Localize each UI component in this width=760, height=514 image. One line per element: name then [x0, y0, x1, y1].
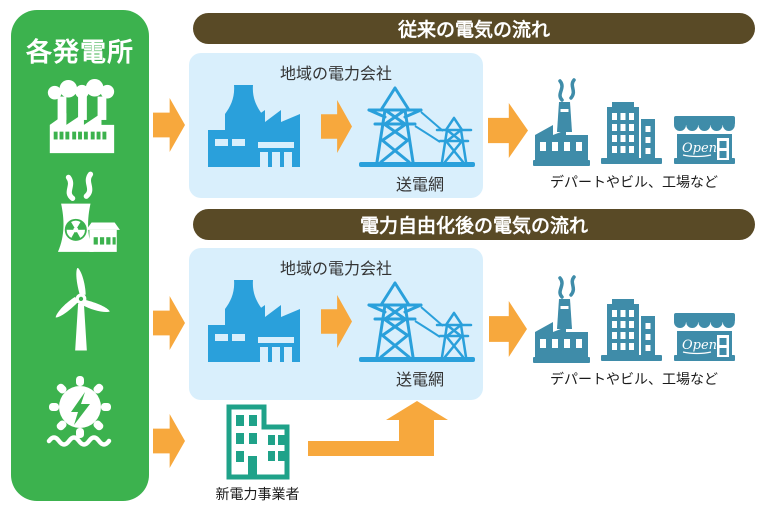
conventional-flow-banner-text: 従来の電気の流れ: [397, 20, 550, 41]
supplier-to-grid-arrow: [308, 401, 448, 456]
utility-to-consumers-arrow-1: [488, 103, 528, 158]
factory-icon: [532, 78, 590, 166]
shop-icon: Open: [673, 313, 735, 361]
grid-label-2: 送電網: [395, 372, 444, 389]
plant-to-grid-arrow-1: [321, 100, 352, 153]
power-plants-sidebar: 各発電所: [11, 10, 149, 501]
nuclear-plant-icon: [57, 171, 120, 252]
utility-to-consumers-arrow-2: [489, 301, 527, 357]
shop-open-sign: Open: [682, 338, 717, 353]
consumers-group-2: Open デパートやビル、工場など: [528, 275, 740, 389]
consumers-icons-2: Open: [528, 275, 740, 363]
power-plant-icon-2: [208, 280, 300, 362]
new-supplier-building-icon: [226, 404, 289, 480]
liberalized-flow-banner: 電力自由化後の電気の流れ: [193, 209, 755, 240]
power-plant-icon-1: [208, 85, 300, 167]
grid-label-1: 送電網: [395, 177, 444, 194]
consumers-label-1: デパートやビル、工場など: [550, 174, 718, 190]
transmission-towers-icon-1: [359, 86, 475, 167]
wind-turbine-icon: [55, 268, 110, 351]
liberalized-flow-banner-text: 電力自由化後の電気の流れ: [359, 216, 588, 237]
new-supplier: 新電力事業者: [210, 402, 305, 504]
regional-utility-box-2: 地域の電力会社: [189, 248, 483, 400]
sidebar-to-supplier-arrow: [153, 414, 185, 468]
transmission-towers-icon-2: [359, 281, 475, 362]
new-supplier-label: 新電力事業者: [215, 486, 300, 502]
plant-to-grid-arrow-2: [321, 295, 352, 348]
conventional-flow-banner: 従来の電気の流れ: [193, 13, 755, 44]
factory-icon: [532, 275, 590, 363]
utility-title-2: 地域の電力会社: [279, 261, 392, 278]
shop-open-sign: Open: [682, 141, 717, 156]
consumers-icons-1: Open: [528, 78, 740, 166]
power-plants-title: 各発電所: [25, 37, 134, 67]
office-building-icon: [600, 299, 662, 361]
sidebar-to-utility-arrow-1: [153, 98, 185, 152]
sidebar-to-utility-arrow-2: [153, 296, 185, 350]
shop-icon: Open: [673, 116, 735, 164]
utility-title-1: 地域の電力会社: [279, 66, 392, 83]
consumers-label-2: デパートやビル、工場など: [550, 371, 718, 387]
office-building-icon: [600, 102, 662, 164]
regional-utility-box-1: 地域の電力会社: [189, 53, 483, 198]
thermal-plant-icon: [47, 79, 115, 154]
consumers-group-1: Open デパートやビル、工場など: [528, 78, 740, 192]
hydro-plant-icon: [46, 376, 112, 447]
